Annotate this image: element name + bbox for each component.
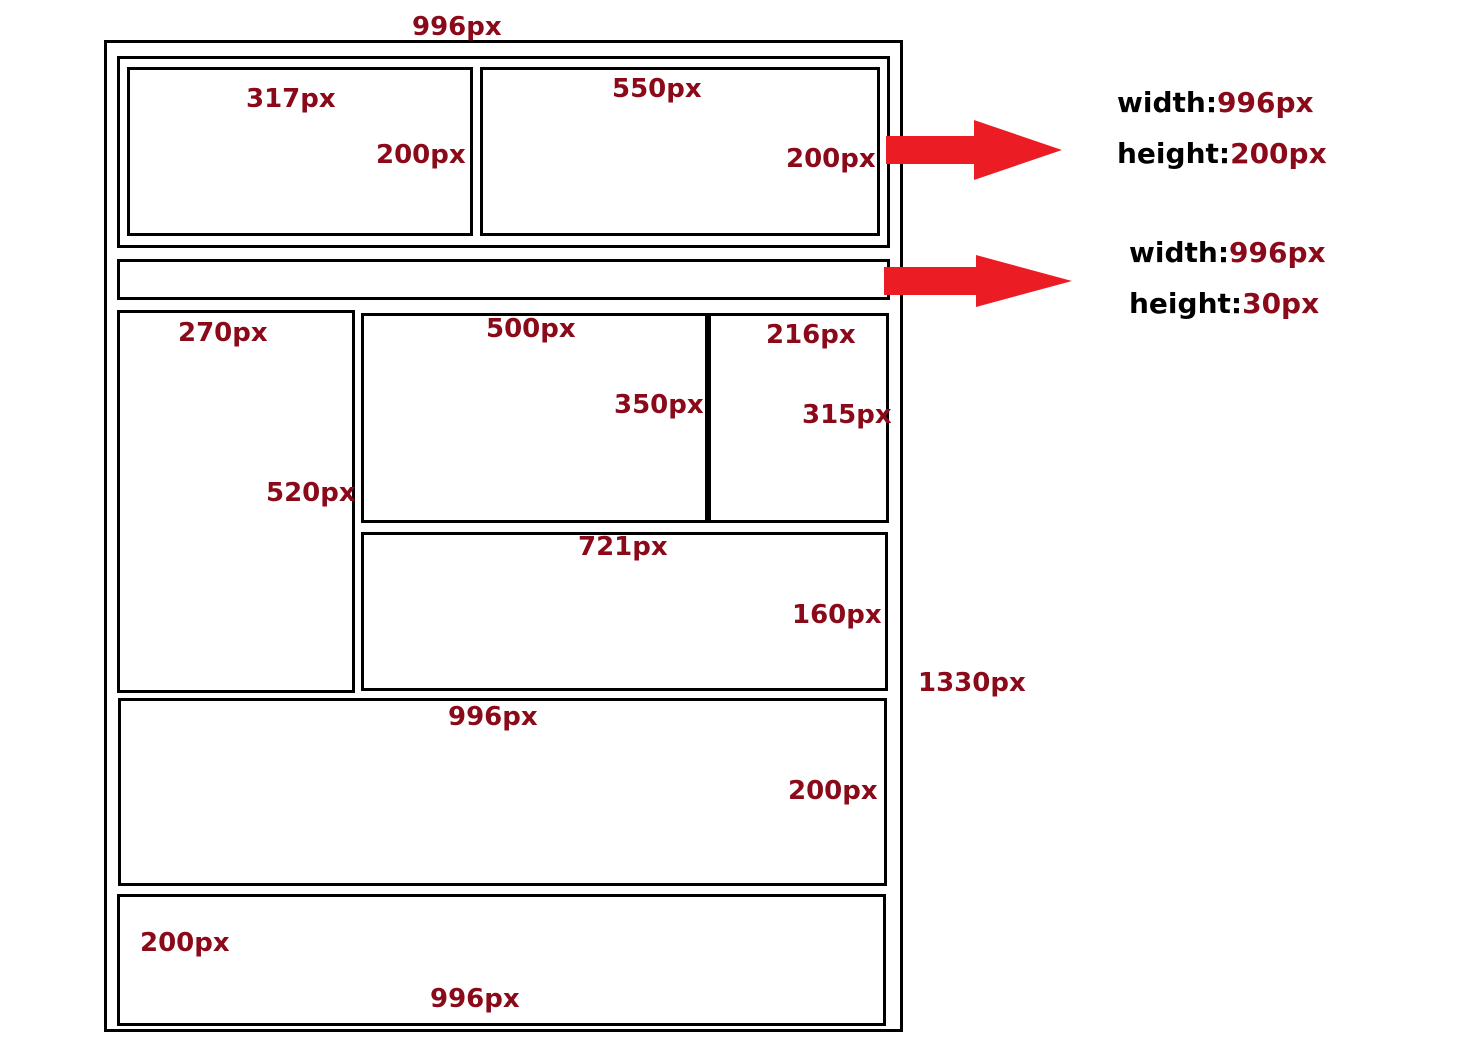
footer-box (117, 894, 886, 1026)
nav-bar (117, 259, 890, 300)
annotation-value: 996px (1217, 86, 1314, 119)
arrow-shape (884, 255, 1072, 307)
main-center-bottom-width-label: 721px (578, 532, 668, 562)
annotation-value: 30px (1242, 287, 1320, 320)
annotation-1-height: height:200px (1117, 137, 1327, 171)
outer-width-label: 996px (412, 12, 502, 42)
header-left-height-label: 200px (376, 140, 466, 170)
annotation-key: height: (1129, 287, 1243, 320)
banner-box (118, 698, 887, 886)
main-right-top-width-label: 216px (766, 320, 856, 350)
main-center-top-width-label: 500px (486, 314, 576, 344)
main-center-bottom-box (361, 532, 888, 691)
header-right-width-label: 550px (612, 74, 702, 104)
annotation-key: width: (1117, 86, 1218, 119)
annotation-2-height: height:30px (1129, 287, 1319, 321)
main-left-column (117, 310, 355, 693)
outer-height-label: 1330px (918, 668, 1026, 698)
footer-width-label: 996px (430, 984, 520, 1014)
header-right-height-label: 200px (786, 144, 876, 174)
main-left-height-label: 520px (266, 478, 356, 508)
annotation-1-width: width:996px (1117, 86, 1314, 120)
right-arrow-icon (884, 255, 1072, 307)
header-right-box (480, 67, 880, 236)
annotation-value: 200px (1230, 137, 1327, 170)
main-right-top-height-label: 315px (802, 400, 892, 430)
annotation-key: height: (1117, 137, 1231, 170)
right-arrow-icon (886, 120, 1062, 180)
header-left-width-label: 317px (246, 84, 336, 114)
banner-height-label: 200px (788, 776, 878, 806)
main-center-top-height-label: 350px (614, 390, 704, 420)
banner-width-label: 996px (448, 702, 538, 732)
annotation-value: 996px (1229, 236, 1326, 269)
main-left-width-label: 270px (178, 318, 268, 348)
main-center-top-box (361, 313, 708, 523)
main-right-top-box (708, 313, 889, 523)
annotation-key: width: (1129, 236, 1230, 269)
outer-container (104, 40, 903, 1032)
main-center-bottom-height-label: 160px (792, 600, 882, 630)
arrow-shape (886, 120, 1062, 180)
annotation-2-width: width:996px (1129, 236, 1326, 270)
header-left-box (127, 67, 473, 236)
footer-height-label: 200px (140, 928, 230, 958)
